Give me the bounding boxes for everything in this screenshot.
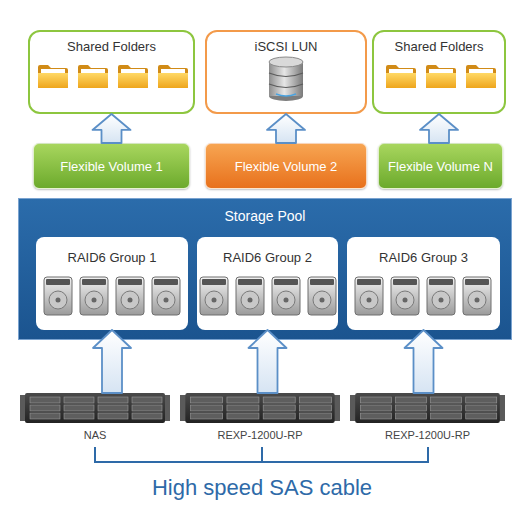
node-text: RAID6 Group 3 (347, 250, 500, 265)
disk-icon (272, 277, 300, 315)
disk-icon (152, 277, 180, 315)
disk-icon (200, 277, 228, 315)
block-arrow (93, 330, 131, 393)
raid-group-box: RAID6 Group 3 (347, 237, 500, 330)
node-text: RAID6 Group 1 (36, 250, 188, 265)
folder-icon (78, 65, 108, 88)
disk-icon (463, 277, 491, 315)
node-text: iSCSI LUN (207, 39, 365, 54)
cable-bracket (95, 447, 428, 462)
disk-icon (44, 277, 72, 315)
disk-icon (236, 277, 264, 315)
block-arrow (249, 330, 287, 393)
node-text: REXP-1200U-RP (180, 429, 340, 441)
disk-icon (116, 277, 144, 315)
device-box: NAS (20, 393, 170, 441)
disk-icon (355, 277, 383, 315)
folder-icon (38, 65, 68, 88)
volume-box: Flexible Volume N (378, 143, 503, 189)
node-text: Flexible Volume 1 (60, 159, 163, 174)
node-text: Flexible Volume N (388, 159, 493, 174)
output-box: iSCSI LUN (205, 30, 367, 114)
disk-icon (391, 277, 419, 315)
folder-icon (426, 65, 456, 88)
volume-box: Flexible Volume 2 (205, 143, 367, 189)
rack-unit (20, 393, 170, 423)
disk-icon (308, 277, 336, 315)
node-text: RAID6 Group 2 (197, 250, 338, 265)
output-box: Shared Folders (372, 30, 506, 114)
raid-group-box: RAID6 Group 2 (197, 237, 338, 330)
node-text: Flexible Volume 2 (235, 159, 338, 174)
rack-unit (350, 393, 505, 423)
rack-unit (180, 393, 340, 423)
folder-icon (158, 65, 188, 88)
pool-band: Storage PoolRAID6 Group 1 RAID6 Group 2 RA… (18, 198, 512, 340)
disk-icon (80, 277, 108, 315)
block-arrow (93, 114, 131, 143)
node-text: REXP-1200U-RP (350, 429, 505, 441)
disk-icon (427, 277, 455, 315)
node-text: Shared Folders (30, 39, 193, 54)
folder-icon (466, 65, 496, 88)
device-box: REXP-1200U-RP (180, 393, 340, 441)
output-box: Shared Folders (28, 30, 195, 114)
folder-icon (118, 65, 148, 88)
block-arrow (420, 114, 458, 143)
node-text: Shared Folders (374, 39, 504, 54)
database-icon (269, 57, 303, 101)
node-text: Storage Pool (19, 208, 511, 224)
block-arrow (405, 330, 443, 393)
block-arrow (267, 114, 305, 143)
node-text: NAS (20, 429, 170, 441)
folder-icon (386, 65, 416, 88)
raid-group-box: RAID6 Group 1 (36, 237, 188, 330)
volume-box: Flexible Volume 1 (33, 143, 190, 189)
device-box: REXP-1200U-RP (350, 393, 505, 441)
caption-label: High speed SAS cable (152, 475, 372, 501)
